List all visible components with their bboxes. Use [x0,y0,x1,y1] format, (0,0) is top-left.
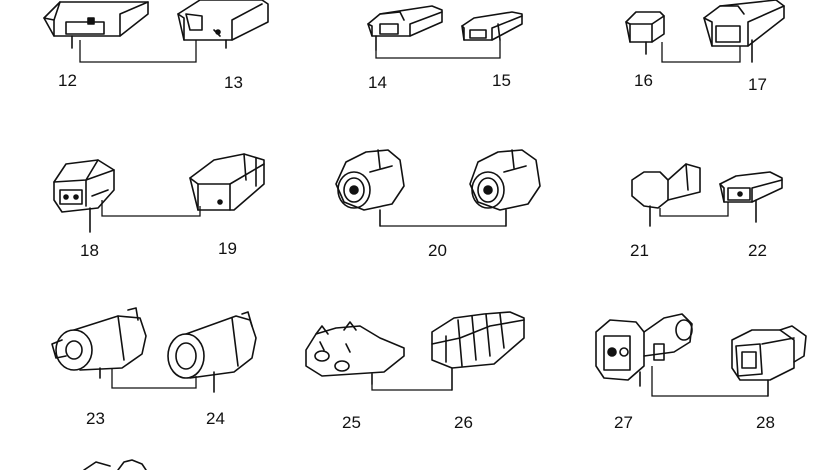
connector-part-19 [189,153,265,211]
leader-line-25-26 [371,384,452,391]
connector-part-27 [595,313,693,387]
connector-part-24 [167,311,257,393]
leader-line-18-19 [101,200,201,217]
label-20: 20 [428,241,447,260]
connector-part-partial [83,459,147,470]
connector-part-23 [51,307,147,379]
label-26: 26 [454,413,473,432]
connector-part-12 [43,1,149,49]
label-28: 28 [756,413,775,432]
leader-line-12-13 [79,40,197,63]
label-24: 24 [206,409,225,428]
leader-line-14-15 [375,40,501,59]
connector-part-25 [305,321,405,385]
label-12: 12 [58,71,77,90]
connector-part-13 [177,0,269,49]
label-22: 22 [748,241,767,260]
connector-part-16 [625,11,665,55]
leader-line-21-22 [659,202,729,217]
leader-line-23-24 [111,368,197,389]
connector-part-17 [703,0,785,63]
connector-part-26 [431,311,525,391]
label-15: 15 [492,71,511,90]
label-18: 18 [80,241,99,260]
connector-part-15 [461,11,523,41]
label-23: 23 [86,409,105,428]
connector-part-18 [53,159,115,233]
leader-line-16-17 [661,42,741,63]
label-27: 27 [614,413,633,432]
connector-part-21 [631,163,701,227]
label-19: 19 [218,239,237,258]
label-14: 14 [368,73,387,92]
connector-part-14 [367,5,443,51]
connector-part-28 [731,325,807,397]
connector-part-20-right [469,149,541,227]
label-21: 21 [630,241,649,260]
label-16: 16 [634,71,653,90]
connector-part-22 [719,171,783,223]
leader-line-27-28 [651,366,768,397]
label-13: 13 [224,73,243,92]
label-17: 17 [748,75,767,94]
connector-part-20-left [335,149,405,227]
label-25: 25 [342,413,361,432]
